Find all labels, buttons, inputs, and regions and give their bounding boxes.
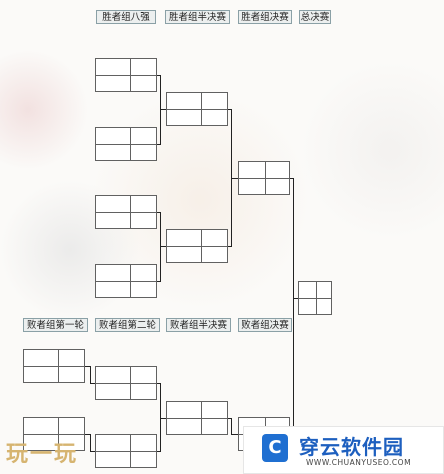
connector-line (157, 281, 161, 282)
match-slot-grand-final[interactable] (298, 281, 332, 315)
connector-line (90, 383, 95, 384)
connector-line (157, 451, 161, 452)
connector-line (160, 246, 166, 247)
connector-line (85, 434, 91, 435)
connector-line (157, 75, 161, 76)
connector-line (157, 144, 161, 145)
header-winners-semifinal: 胜者组半决赛 (165, 10, 230, 24)
header-winners-round8: 胜者组八强 (96, 10, 156, 24)
site-logo-icon: C (262, 434, 288, 462)
connector-line (293, 298, 298, 299)
connector-line (90, 451, 95, 452)
header-grand-final: 总决赛 (299, 10, 331, 24)
connector-line (160, 383, 161, 452)
header-losers-semifinal: 败者组半决赛 (166, 318, 231, 332)
match-slot-losers-r2-1[interactable] (95, 366, 157, 400)
match-slot-winners-r8-4[interactable] (95, 264, 157, 298)
connector-line (90, 434, 91, 451)
header-losers-round2: 败者组第二轮 (95, 318, 160, 332)
header-winners-final: 胜者组决赛 (238, 10, 292, 24)
connector-line (228, 418, 232, 419)
match-slot-winners-semi-2[interactable] (166, 229, 228, 263)
match-slot-winners-r8-2[interactable] (95, 127, 157, 161)
connector-line (85, 366, 91, 367)
match-slot-winners-r8-1[interactable] (95, 58, 157, 92)
connector-line (290, 178, 294, 179)
connector-line (231, 178, 238, 179)
match-slot-losers-r2-2[interactable] (95, 434, 157, 468)
watermark-left: 玩一玩 (6, 441, 79, 467)
watermark-site-name: 穿云软件园 (299, 435, 404, 459)
connector-line (228, 246, 232, 247)
match-slot-losers-semi[interactable] (166, 401, 228, 435)
watermark-site-badge: C 穿云软件园 WWW.CHUANYUSEO.COM (243, 426, 444, 474)
connector-line (160, 418, 166, 419)
header-losers-final: 败者组决赛 (238, 318, 292, 332)
connector-line (231, 418, 232, 435)
connector-line (160, 212, 161, 282)
header-losers-round1: 败者组第一轮 (23, 318, 88, 332)
match-slot-losers-r1-2[interactable] (23, 417, 85, 451)
connector-line (157, 383, 161, 384)
connector-line (90, 366, 91, 383)
connector-line (157, 212, 161, 213)
connector-line (293, 178, 294, 434)
match-slot-winners-semi-1[interactable] (166, 92, 228, 126)
match-slot-winners-r8-3[interactable] (95, 195, 157, 229)
match-slot-winners-final[interactable] (238, 161, 290, 195)
watermark-site-url: WWW.CHUANYUSEO.COM (306, 458, 412, 467)
connector-line (231, 434, 238, 435)
connector-line (160, 109, 166, 110)
connector-line (228, 109, 232, 110)
connector-line (160, 75, 161, 145)
match-slot-losers-r1-1[interactable] (23, 349, 85, 383)
